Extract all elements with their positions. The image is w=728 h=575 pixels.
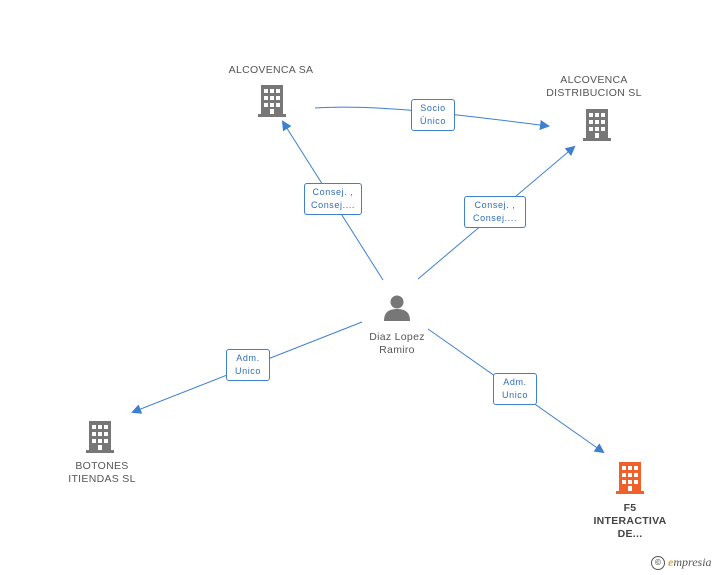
edge-label-socio[interactable]: Socio Único <box>411 99 455 131</box>
empresia-watermark: © empresia <box>651 555 712 570</box>
node-label-alcovenca-distribucion[interactable]: ALCOVENCA DISTRIBUCION SL <box>534 74 654 100</box>
copyright-icon: © <box>651 555 665 570</box>
label-line: ITIENDAS SL <box>68 473 136 485</box>
label-line: INTERACTIVA <box>593 515 667 527</box>
edge-label-consej-right[interactable]: Consej. , Consej.... <box>464 196 526 228</box>
f5-interactiva-building-icon[interactable] <box>616 462 644 494</box>
brand-logo: empresia <box>668 555 712 569</box>
person-icon[interactable] <box>384 295 410 322</box>
botones-itiendas-building-icon[interactable] <box>86 421 114 453</box>
label-line: Ramiro <box>379 344 415 356</box>
label-line: F5 <box>623 502 637 514</box>
node-label-diaz-lopez[interactable]: Diaz Lopez Ramiro <box>337 331 457 357</box>
alcovenca-distribucion-building-icon[interactable] <box>583 109 611 141</box>
label-line: ALCOVENCA <box>560 74 628 86</box>
edge-label-adm-right[interactable]: Adm. Unico <box>493 373 537 405</box>
node-label-alcovenca-sa[interactable]: ALCOVENCA SA <box>228 64 314 76</box>
label-line: DE... <box>617 528 643 540</box>
label-line: DISTRIBUCION SL <box>546 87 642 99</box>
edge-label-consej-left[interactable]: Consej. , Consej.... <box>304 183 362 215</box>
alcovenca-sa-building-icon[interactable] <box>258 85 286 117</box>
node-label-botones-itiendas[interactable]: BOTONES ITIENDAS SL <box>42 460 162 486</box>
edge-label-adm-left[interactable]: Adm. Unico <box>226 349 270 381</box>
label-line: BOTONES <box>75 460 129 472</box>
label-line: Diaz Lopez <box>369 331 425 343</box>
node-label-f5-interactiva[interactable]: F5 INTERACTIVA DE... <box>570 502 690 541</box>
